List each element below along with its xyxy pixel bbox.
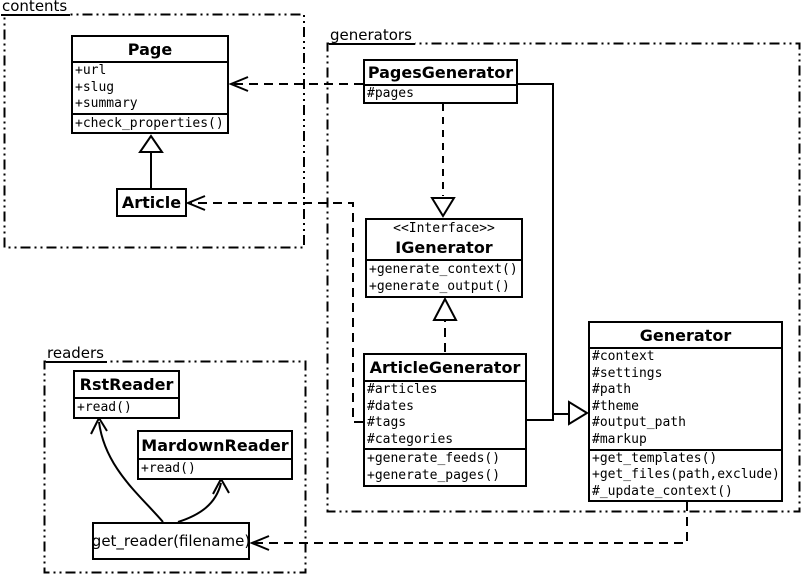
class-mardownreader-methods: +read() (139, 458, 291, 478)
class-article: Article (116, 188, 187, 217)
method: +get_templates() (592, 451, 718, 466)
attribute: #output_path (592, 415, 686, 431)
attribute: +url (75, 63, 107, 78)
package-frame-readers (43, 360, 307, 574)
package-label-readers: readers (46, 345, 107, 363)
class-articlegenerator: ArticleGenerator #articles #dates #tags … (363, 353, 527, 487)
class-page-methods: +check_properties() (73, 113, 227, 132)
attribute: #settings (592, 365, 663, 381)
class-articlegenerator-methods: +generate_feeds() +generate_pages() (365, 448, 525, 485)
method: +read() (77, 400, 132, 415)
method: +generate_pages() (367, 468, 501, 483)
class-rstreader-title: RstReader (79, 375, 174, 394)
class-generator-methods: +get_templates() +get_files(path,exclude… (590, 449, 781, 500)
class-generator-attributes: #context #settings #path #theme #output_… (590, 347, 781, 449)
class-igenerator-title: <<Interface>> IGenerator (367, 220, 521, 259)
package-label-contents: contents (1, 0, 71, 16)
class-page-attributes: +url +slug +summary (73, 61, 227, 113)
function-box-get-reader: get_reader(filename) (92, 522, 250, 560)
package-frame-generators (326, 42, 801, 513)
package-label-generators: generators (329, 27, 415, 45)
class-mardownreader: MardownReader +read() (137, 430, 293, 480)
realization-arrow-pagesgenerator-to-igenerator (430, 104, 456, 218)
attribute: #path (592, 382, 632, 398)
dependency-arrow-pagesgenerator-to-page (228, 76, 363, 92)
class-pagesgenerator-attributes: #pages (365, 84, 516, 102)
attribute: +summary (75, 96, 138, 112)
class-mardownreader-title: MardownReader (141, 435, 289, 455)
method: +generate_feeds() (367, 451, 501, 466)
attribute: #categories (367, 431, 454, 447)
class-igenerator-stereotype: <<Interface>> (393, 221, 495, 236)
attribute: #tags (367, 415, 407, 430)
attribute: #articles (367, 382, 438, 397)
attribute: #theme (592, 398, 639, 414)
attribute: #pages (367, 86, 414, 101)
class-page-title: Page (127, 39, 173, 59)
inheritance-arrow-article-to-page (138, 134, 164, 188)
class-pagesgenerator: PagesGenerator #pages (363, 59, 518, 104)
class-rstreader: RstReader +read() (73, 370, 180, 419)
dependency-arrow-articlegenerator-to-article (185, 195, 363, 423)
attribute: +slug (75, 79, 115, 95)
class-article-title: Article (121, 193, 182, 212)
attribute: #dates (367, 398, 414, 414)
inheritance-arrow-articlegenerator-to-generator (527, 413, 554, 421)
method: +check_properties() (75, 116, 224, 131)
attribute: #markup (592, 431, 647, 447)
class-rstreader-methods: +read() (75, 397, 178, 417)
method: #_update_context() (592, 483, 733, 499)
class-page: Page +url +slug +summary +check_properti… (71, 35, 229, 134)
class-articlegenerator-attributes: #articles #dates #tags #categories (365, 380, 525, 448)
association-arrow-getreader-to-mardownreader (177, 476, 230, 523)
class-generator-title: Generator (639, 325, 732, 345)
class-pagesgenerator-title: PagesGenerator (367, 63, 514, 82)
dependency-arrow-generator-to-getreader (249, 502, 688, 551)
class-igenerator: <<Interface>> IGenerator +generate_conte… (365, 218, 523, 298)
method: +get_files(path,exclude) (592, 467, 780, 483)
attribute: #context (592, 349, 655, 364)
method: +generate_output() (369, 279, 510, 294)
package-frame-contents (3, 13, 305, 249)
inheritance-arrow-pagesgenerator-to-generator (518, 83, 589, 426)
class-articlegenerator-title: ArticleGenerator (369, 358, 521, 377)
method: +generate_context() (369, 262, 518, 277)
method: +read() (141, 461, 196, 476)
class-generator: Generator #context #settings #path #them… (588, 321, 783, 502)
class-igenerator-methods: +generate_context() +generate_output() (367, 259, 521, 296)
class-igenerator-name: IGenerator (395, 238, 493, 257)
realization-arrow-articlegenerator-to-igenerator (432, 296, 458, 352)
